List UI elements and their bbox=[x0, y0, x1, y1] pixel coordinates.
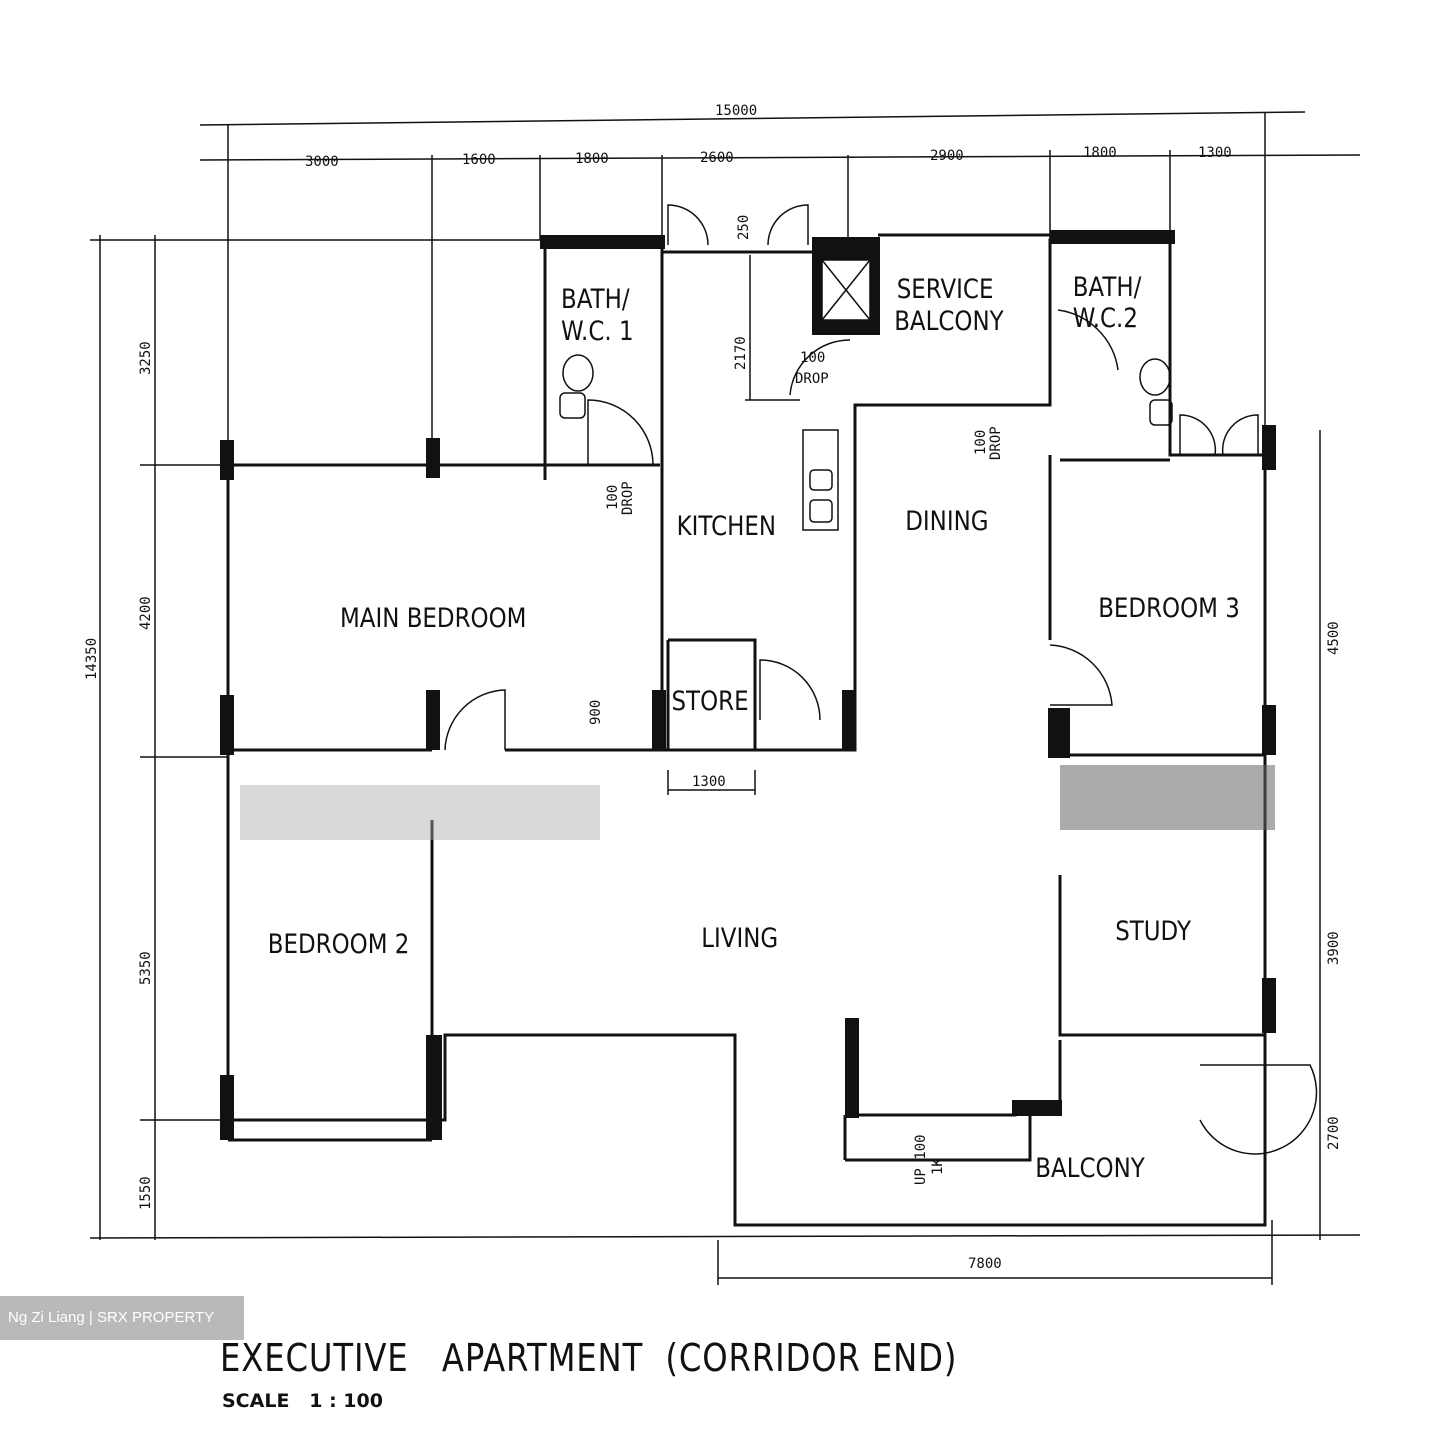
drop-note-1: 100 bbox=[800, 350, 825, 366]
dim-right-3: 2700 bbox=[1326, 1116, 1342, 1150]
toilet-1 bbox=[562, 354, 594, 392]
room-living: LIVING bbox=[701, 922, 778, 953]
room-bath2-line1: BATH/ bbox=[1073, 271, 1142, 302]
drop-note-3: 100 bbox=[973, 430, 989, 455]
room-kitchen: KITCHEN bbox=[677, 510, 776, 541]
room-study: STUDY bbox=[1115, 915, 1191, 946]
room-bedroom3: BEDROOM 3 bbox=[1098, 592, 1240, 623]
dim-top-1: 3000 bbox=[305, 154, 339, 170]
dim-top-6: 1800 bbox=[1083, 145, 1117, 161]
room-store: STORE bbox=[672, 685, 749, 716]
blurred-region-right bbox=[1060, 765, 1275, 830]
dim-top-4: 2600 bbox=[700, 150, 734, 166]
room-bath2-line2: W.C.2 bbox=[1073, 302, 1138, 333]
drop-note-2: 100 bbox=[605, 485, 621, 510]
dim-left-4: 1550 bbox=[138, 1176, 154, 1210]
dim-top-7: 1300 bbox=[1198, 145, 1232, 161]
dim-bottom: 7800 bbox=[968, 1256, 1002, 1272]
dim-top-2: 1600 bbox=[462, 152, 496, 168]
room-bath1-line2: W.C. 1 bbox=[561, 315, 634, 346]
dim-store-width: 1300 bbox=[692, 774, 726, 790]
dim-total-height: 14350 bbox=[84, 638, 100, 680]
drop-label-1: DROP bbox=[795, 371, 829, 387]
plan-title: EXECUTIVE APARTMENT (CORRIDOR END) bbox=[220, 1336, 958, 1380]
room-dining: DINING bbox=[905, 505, 988, 536]
up-note: UP 100 bbox=[913, 1134, 929, 1185]
dim-top-3: 1800 bbox=[575, 151, 609, 167]
dim-right-1: 4500 bbox=[1326, 621, 1342, 655]
walls bbox=[220, 230, 1276, 1227]
room-service-balcony-line2: BALCONY bbox=[894, 305, 1004, 336]
room-bedroom2: BEDROOM 2 bbox=[268, 928, 410, 959]
watermark: Ng Zi Liang | SRX PROPERTY bbox=[0, 1296, 244, 1340]
dim-left-1: 3250 bbox=[138, 341, 154, 375]
toilet-2 bbox=[1139, 358, 1171, 396]
dim-left-3: 5350 bbox=[138, 951, 154, 985]
dim-top-5: 2900 bbox=[930, 148, 964, 164]
plan-scale: SCALE 1 : 100 bbox=[222, 1390, 383, 1412]
dim-left-2: 4200 bbox=[138, 596, 154, 630]
room-main-bedroom: MAIN BEDROOM bbox=[340, 602, 526, 633]
dim-right-2: 3900 bbox=[1326, 931, 1342, 965]
room-balcony: BALCONY bbox=[1035, 1152, 1145, 1183]
fixtures bbox=[559, 354, 1173, 531]
blurred-region-left bbox=[240, 785, 600, 840]
drop-label-3: DROP bbox=[988, 426, 1004, 460]
room-service-balcony-line1: SERVICE bbox=[897, 273, 994, 304]
room-bath1-line1: BATH/ bbox=[561, 283, 630, 314]
drop-label-2: DROP bbox=[620, 481, 636, 515]
kitchen-sink bbox=[802, 429, 839, 531]
dim-door-900: 900 bbox=[588, 700, 604, 725]
dimension-lines bbox=[89, 111, 1361, 1285]
one-k-note: 1K bbox=[930, 1158, 946, 1175]
doors bbox=[444, 204, 1318, 1155]
dim-door-250: 250 bbox=[736, 215, 752, 240]
dim-kitchen-depth: 2170 bbox=[733, 336, 749, 370]
dim-total-width: 15000 bbox=[715, 103, 757, 119]
